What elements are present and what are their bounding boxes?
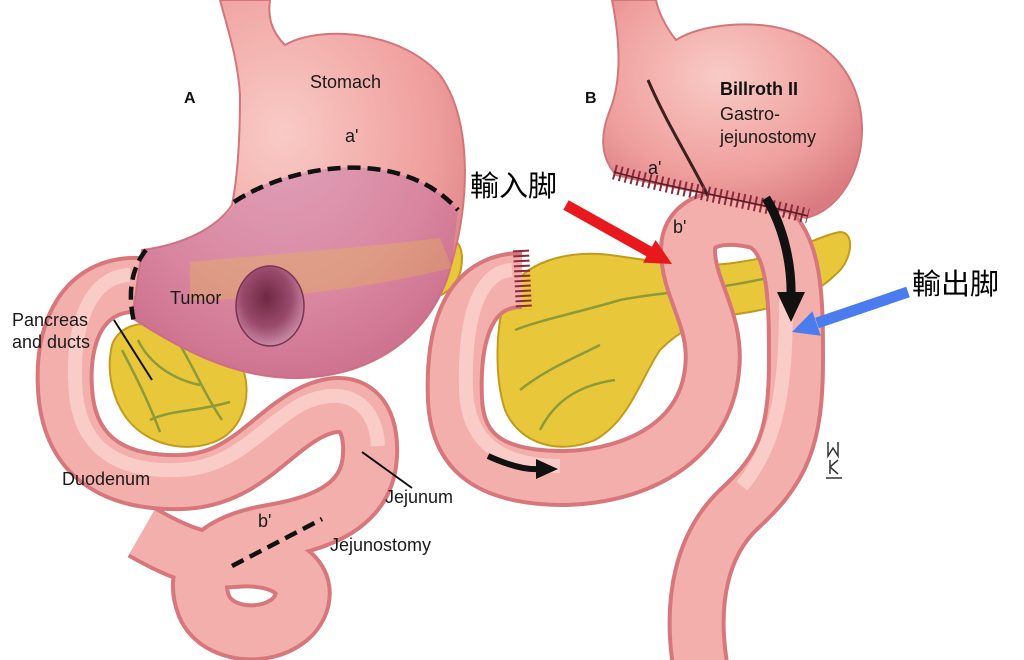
pancreas-pointer [113, 319, 153, 381]
efferent-flow-arrow-head [777, 292, 805, 322]
duodenum-label: Duodenum [62, 469, 150, 489]
pancreas-label-line1: Pancreas [12, 310, 88, 330]
mark-a-b: a' [648, 158, 661, 178]
afferent-stump-suture [513, 249, 532, 311]
artist-signature [826, 442, 842, 479]
efferent-limb-arrow-head [792, 311, 821, 336]
stomach-seam [646, 79, 710, 197]
panel-a-letter: A [184, 90, 196, 107]
stomach-a [130, 0, 466, 380]
anastomosis-suture-line [613, 171, 809, 217]
panel-a: A Stomach a' Tumor Pancreas and ducts Du… [12, 0, 466, 660]
efferent-limb-arrow-shaft [815, 286, 910, 329]
resection-mark-a: a' [345, 126, 358, 146]
resected-region [132, 167, 458, 379]
afferent-limb-arrow-head [643, 240, 672, 264]
gastro-label: Gastro- [720, 104, 780, 124]
jejunal-loop-b [425, 188, 825, 660]
panel-b-letter: B [585, 90, 597, 107]
stomach-remnant-b [602, 0, 864, 220]
tumor [235, 265, 305, 347]
mark-b-b: b' [673, 217, 686, 237]
efferent-limb-label: 輸出脚 [912, 267, 999, 301]
jejunostomy-mark-b: b' [258, 511, 271, 531]
afferent-limb-label: 輸入脚 [470, 169, 557, 203]
resection-line-a [232, 165, 460, 212]
stomach-label: Stomach [310, 72, 381, 92]
jejunum-label: Jejunum [385, 487, 453, 507]
efferent-flow-arrow-shaft [762, 195, 796, 299]
afferent-limb-arrow-shaft [563, 200, 653, 257]
pancreas-label-line2: and ducts [12, 332, 90, 352]
afferent-flow-arrow-head [536, 459, 558, 479]
pancreas-b [496, 230, 852, 448]
billroth-title: Billroth II [720, 79, 798, 99]
panel-b: B Billroth II Gastro- jejunostomy a' b' … [425, 0, 999, 660]
jejunostomy-line [230, 517, 324, 568]
small-intestine-a [35, 255, 400, 660]
pylorus-resection-line [128, 248, 148, 323]
tumor-label: Tumor [170, 288, 221, 308]
jejunostomy-label: Jejunostomy [330, 535, 431, 555]
jejunostomy-label-b: jejunostomy [719, 127, 816, 147]
jejunum-pointer [361, 451, 413, 489]
